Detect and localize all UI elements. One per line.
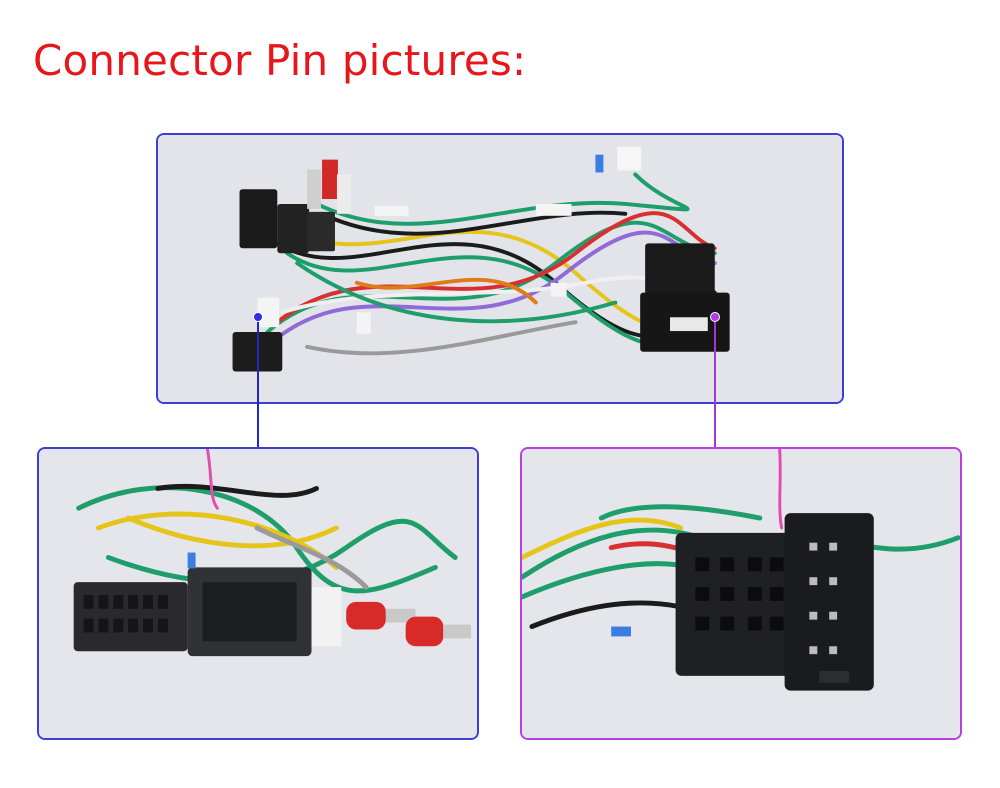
- connector-closeup-photo-left: [37, 447, 479, 740]
- iso-connector-photo-icon: [522, 449, 960, 738]
- connector-closeup-photo-icon: [39, 449, 477, 738]
- callout-dot-right: [710, 312, 720, 322]
- wiring-harness-photo-icon: [158, 135, 842, 402]
- page-title: Connector Pin pictures:: [33, 36, 527, 85]
- harness-overview-photo: [156, 133, 844, 404]
- callout-dot-left: [253, 312, 263, 322]
- callout-line-left: [257, 318, 259, 447]
- connector-closeup-photo-right: [520, 447, 962, 740]
- callout-line-right: [714, 318, 716, 447]
